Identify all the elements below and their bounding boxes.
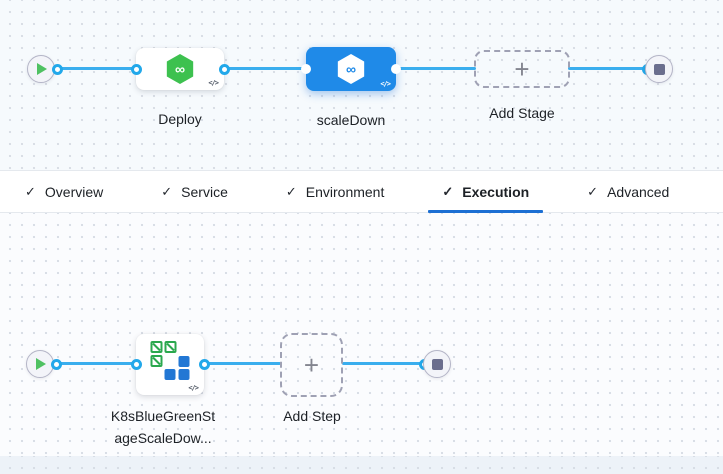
canvas-bottom-strip [0, 456, 723, 474]
step-label-line2: ageScaleDow... [114, 430, 212, 446]
pipeline-start-node[interactable] [27, 55, 55, 83]
code-icon[interactable]: </> [380, 80, 391, 88]
edge-line [568, 67, 650, 70]
cd-stage-icon: ∞ [335, 53, 367, 85]
stop-icon [431, 358, 443, 370]
tab-overview[interactable]: ✓ Overview [11, 171, 117, 212]
add-step-button[interactable]: + [280, 333, 343, 397]
connector-port[interactable] [198, 358, 210, 370]
add-step-label: Add Step [283, 408, 341, 424]
tab-label: Service [181, 183, 228, 200]
stage-label: Deploy [158, 111, 202, 127]
tab-label: Advanced [607, 183, 670, 200]
stage-node-scaledown[interactable]: ∞ </> [306, 47, 396, 91]
code-icon[interactable]: </> [208, 79, 219, 87]
connector-port[interactable] [51, 63, 63, 75]
execution-end-node[interactable] [423, 350, 451, 378]
check-icon: ✓ [285, 183, 297, 199]
stage-config-tabs: ✓ Overview ✓ Service ✓ Environment ✓ Exe… [0, 170, 723, 213]
edge-line [203, 362, 281, 365]
check-icon: ✓ [161, 183, 173, 199]
pipeline-end-node[interactable] [645, 55, 673, 83]
edge-line [394, 67, 476, 70]
add-stage-label: Add Stage [489, 105, 555, 121]
step-node-k8s-scaledown[interactable]: </> [136, 334, 204, 395]
play-icon [36, 63, 47, 75]
svg-text:∞: ∞ [175, 61, 185, 77]
connector-port[interactable] [130, 358, 142, 370]
tab-label: Environment [305, 183, 385, 200]
plus-icon: + [303, 349, 320, 380]
plus-icon: + [514, 53, 530, 84]
code-icon[interactable]: </> [188, 384, 199, 392]
tab-execution[interactable]: ✓ Execution [428, 171, 543, 213]
edge-line [55, 362, 137, 365]
tab-advanced[interactable]: ✓ Advanced [573, 171, 683, 212]
k8s-scale-down-icon [150, 341, 190, 385]
add-stage-button[interactable]: + [474, 50, 570, 88]
svg-text:∞: ∞ [346, 61, 356, 77]
stop-icon [653, 63, 665, 75]
tab-label: Execution [462, 183, 530, 200]
step-label-line1: K8sBlueGreenSt [110, 408, 216, 424]
tab-service[interactable]: ✓ Service [147, 171, 242, 212]
connector-port[interactable] [218, 63, 230, 75]
connector-port[interactable] [50, 358, 62, 370]
stage-label: scaleDown [316, 112, 386, 128]
execution-start-node[interactable] [26, 350, 54, 378]
connector-port[interactable] [391, 64, 401, 74]
tab-label: Overview [44, 183, 104, 200]
edge-line [55, 67, 137, 70]
cd-stage-icon: ∞ [164, 53, 196, 85]
check-icon: ✓ [442, 183, 454, 199]
edge-line [222, 67, 308, 70]
connector-port[interactable] [301, 64, 311, 74]
edge-line [342, 362, 425, 365]
connector-port[interactable] [130, 63, 142, 75]
stage-node-deploy[interactable]: ∞ </> [136, 48, 224, 90]
play-icon [35, 358, 46, 370]
stage-graph-canvas[interactable]: ∞ </> Deploy ∞ </> scaleDown + Add Stage [0, 0, 723, 170]
check-icon: ✓ [587, 183, 599, 199]
execution-graph-canvas[interactable]: </> K8sBlueGreenSt ageScaleDow... + Add … [0, 213, 723, 456]
check-icon: ✓ [25, 183, 36, 199]
tab-environment[interactable]: ✓ Environment [272, 171, 399, 212]
step-label: K8sBlueGreenSt ageScaleDow... [111, 405, 215, 449]
